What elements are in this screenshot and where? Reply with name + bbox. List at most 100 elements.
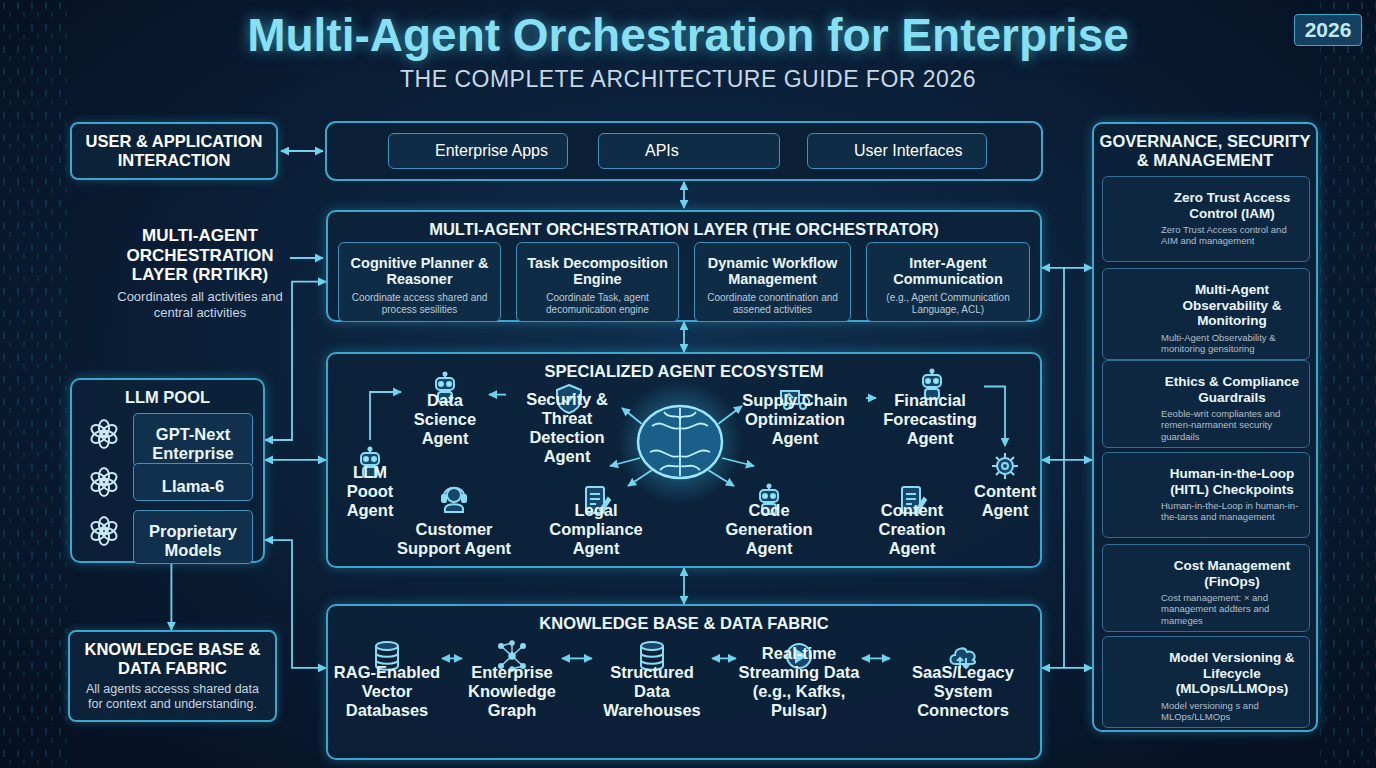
connector <box>265 282 326 440</box>
node-title: Real-time Streaming Data (e.g., Kafks, P… <box>736 636 862 720</box>
component-box: Cognitive Planner & ReasonerCoordinate a… <box>338 242 501 322</box>
node-title: Legal Compliance Agent <box>538 493 654 558</box>
node-title: Security & Threat Detection Agent <box>506 382 628 466</box>
data-source: Structured Data Warehouses <box>592 632 712 720</box>
app-pill: Enterprise Apps <box>388 133 568 169</box>
panel-fill <box>1092 122 1318 732</box>
agent-node: Data Science Agent <box>401 366 489 448</box>
node-body: Cost management: × and management addter… <box>1161 592 1303 626</box>
year-badge: 2026 <box>1294 14 1362 46</box>
node-title: GOVERNANCE, SECURITY & MANAGEMENT <box>1094 124 1316 170</box>
node-body: (e.g., Agent Communication Language, ACL… <box>873 292 1023 316</box>
component-box: Task Decomposition EngineCoordinate Task… <box>516 242 679 322</box>
node-title: User Interfaces <box>854 142 962 160</box>
node-title: KNOWLEDGE BASE & DATA FABRIC <box>78 640 267 678</box>
node-body: Coordinate access shared and process ses… <box>345 292 494 316</box>
connector <box>866 397 876 399</box>
icons <box>89 138 1144 677</box>
governance-item: Ethics & Compliance GuardrailsEeoble-wri… <box>1102 360 1310 448</box>
node-title: GPT-Next Enterprise <box>138 417 248 463</box>
agent-node: LLM Pooot Agent <box>332 440 408 520</box>
connector <box>862 658 890 660</box>
node-title: LLM Pooot Agent <box>332 455 408 520</box>
layer-panel: GOVERNANCE, SECURITY & MANAGEMENT Zero Tr… <box>1092 122 1318 732</box>
panel-fill <box>70 378 265 563</box>
node-title: USER & APPLICATION INTERACTION <box>80 132 268 170</box>
brain-arrows <box>610 406 754 486</box>
model-box: Proprietary Models <box>133 510 253 564</box>
connector <box>683 322 685 352</box>
governance-item: Model Versioning & Lifecycle (MLOps/LLMO… <box>1102 636 1310 728</box>
node-title: Task Decomposition Engine <box>523 248 672 288</box>
node-body: Human-in-the-Loop in human-in-the-tarss … <box>1161 500 1303 523</box>
info-box: USER & APPLICATION INTERACTION <box>70 122 278 180</box>
connector <box>683 568 685 604</box>
agent-node: Supply Chain Optimization Agent <box>724 382 866 448</box>
layer-panel: MULTI-AGENT ORCHESTRATION LAYER (THE ORC… <box>326 210 1042 322</box>
governance-item: Zero Trust Access Control (IAM)Zero Trus… <box>1102 176 1310 262</box>
subtitle: THE COMPLETE ARCHITECTURE GUIDE FOR 2026 <box>0 66 1376 93</box>
node-body: Multi-Agent Observability & monitoring g… <box>1161 332 1303 355</box>
band-arrow <box>281 150 323 152</box>
agent-node: Customer Support Agent <box>392 472 516 558</box>
data-source: Enterprise Knowledge Graph <box>462 632 562 720</box>
layer-panel: SPECIALIZED AGENT ECOSYSTEMData Science … <box>326 352 1042 568</box>
node-body: Coordinate Task, agent decomunication en… <box>523 292 672 316</box>
node-title: Ethics & Compliance Guardrails <box>1161 366 1303 405</box>
node-title: Customer Support Agent <box>392 512 516 558</box>
model-box: Llama-6 <box>133 463 253 501</box>
panel-fill <box>326 604 1042 760</box>
connector <box>712 658 736 660</box>
diagram-title: Multi-Agent Orchestration for Enterprise <box>0 8 1376 62</box>
node-title: Human-in-the-Loop (HITL) Checkpoints <box>1161 458 1303 497</box>
info-box: KNOWLEDGE BASE & DATA FABRIC All agents a… <box>68 630 277 722</box>
node-title: Cost Management (FinOps) <box>1161 550 1303 589</box>
connector <box>265 459 326 461</box>
connector <box>562 658 592 660</box>
node-title: Code Generation Agent <box>714 493 824 558</box>
node-title: SPECIALIZED AGENT ECOSYSTEM <box>328 354 1040 381</box>
connector <box>1042 667 1092 669</box>
node-body: Coordinate conontination and assened act… <box>701 292 844 316</box>
node-title: Inter-Agent Communication <box>873 248 1023 288</box>
node-title: Enterprise Apps <box>435 142 548 160</box>
node-body: Eeoble-writ compliantes and remen-narman… <box>1161 408 1303 442</box>
model-box: GPT-Next Enterprise <box>133 413 253 467</box>
band-arrow <box>683 182 685 208</box>
layer-panel: KNOWLEDGE BASE & DATA FABRIC RAG-Enabled … <box>326 604 1042 760</box>
data-source: SaaS/Legacy System Connectors <box>890 632 1036 720</box>
node-title: RAG-Enabled Vector Databases <box>332 655 442 720</box>
data-source: Real-time Streaming Data (e.g., Kafks, P… <box>736 632 862 720</box>
component-box: Inter-Agent Communication (e.g., Agent Co… <box>866 242 1030 322</box>
app-pill: APIs <box>598 133 780 169</box>
connector <box>170 563 172 630</box>
node-title: KNOWLEDGE BASE & DATA FABRIC <box>328 606 1040 633</box>
node-title: 2026 <box>1305 18 1352 42</box>
node-title: Model Versioning & Lifecycle (MLOps/LLMO… <box>1161 642 1303 697</box>
connector <box>984 387 1005 447</box>
governance-item: Human-in-the-Loop (HITL) CheckpointsHuma… <box>1102 452 1310 538</box>
node-body: Model versioning s and MLOps/LLMOps <box>1161 700 1303 723</box>
bus-line <box>1063 268 1065 668</box>
node-body: All agents accesss shared data for conte… <box>78 682 267 712</box>
governance-item: Cost Management (FinOps)Cost management:… <box>1102 544 1310 632</box>
agent-node: Legal Compliance Agent <box>538 478 654 558</box>
connector <box>1042 459 1092 461</box>
node-title: Structured Data Warehouses <box>592 655 712 720</box>
connector <box>1042 267 1092 269</box>
node-title: Enterprise Knowledge Graph <box>462 655 562 720</box>
node-title: Dynamic Workflow Management <box>701 248 844 288</box>
node-title: LLM POOL <box>72 380 263 407</box>
agent-node: Security & Threat Detection Agent <box>506 382 628 466</box>
panel-fill <box>326 352 1042 568</box>
leader-line <box>290 257 323 259</box>
node-title: Financial Forecasting Agent <box>876 383 984 448</box>
app-band <box>326 122 1042 180</box>
data-source: RAG-Enabled Vector Databases <box>332 632 442 720</box>
governance-item: Multi-Agent Observability & MonitoringMu… <box>1102 268 1310 360</box>
node-title: SaaS/Legacy System Connectors <box>890 655 1036 720</box>
brain-illustration <box>618 380 742 504</box>
node-title: APIs <box>645 142 679 160</box>
connector <box>442 658 462 660</box>
side-heading: MULTI-AGENT ORCHESTRATION LAYER (RRTIKR) <box>114 226 286 285</box>
